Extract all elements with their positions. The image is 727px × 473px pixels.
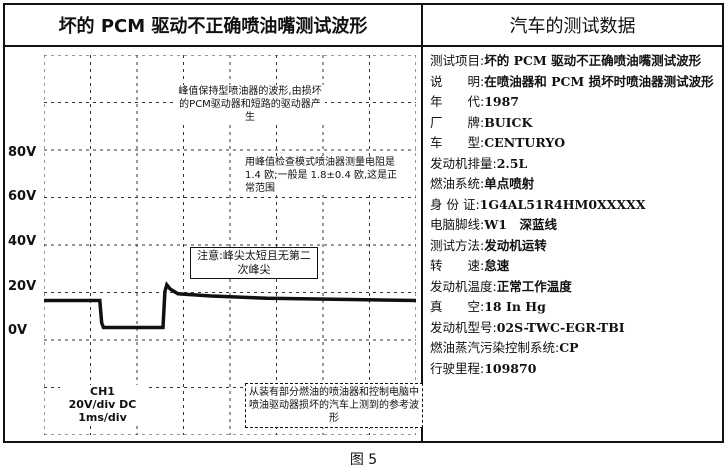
scale-readout: CH1 20V/div DC 1ms/div bbox=[60, 385, 145, 424]
figure-caption: 图 5 bbox=[349, 452, 378, 468]
y-label-20v: 20V bbox=[8, 279, 37, 294]
test-data-value: 1987 bbox=[484, 94, 520, 109]
test-data-key: 发动机型号: bbox=[430, 319, 497, 335]
test-data-value: 在喷油器和 PCM 损坏时喷油器测试波形 bbox=[484, 73, 714, 89]
test-data-list: 测试项目:坏的 PCM 驱动不正确喷油嘴测试波形说 明:在喷油器和 PCM 损坏… bbox=[430, 51, 720, 379]
volts-per-div: 20V/div DC bbox=[68, 398, 137, 411]
test-data-key: 真 空: bbox=[430, 299, 485, 314]
test-data-key: 测试方法: bbox=[430, 237, 485, 253]
test-data-row: 说 明:在喷油器和 PCM 损坏时喷油器测试波形 bbox=[430, 72, 720, 93]
test-data-panel-title: 汽车的测试数据 bbox=[509, 16, 636, 37]
test-data-row: 转 速:怠速 bbox=[430, 256, 720, 277]
test-data-value: W1 深蓝线 bbox=[484, 217, 557, 232]
y-label-40v: 40V bbox=[8, 234, 37, 249]
test-data-value: BUICK bbox=[484, 114, 533, 130]
test-data-value: 正常工作温度 bbox=[496, 278, 572, 294]
test-data-row: 厂 牌:BUICK bbox=[430, 113, 720, 134]
resistance-note: 用峰值检查模式喷油器测量电阻是 1.4 欧;一般是 1.8±0.4 欧,这是正常… bbox=[245, 156, 405, 195]
test-data-key: 厂 牌: bbox=[430, 114, 485, 130]
y-label-80v: 80V bbox=[8, 145, 37, 160]
test-data-key: 燃油蒸汽污染控制系统: bbox=[430, 340, 560, 355]
test-data-row: 发动机型号:02S-TWC-EGR-TBI bbox=[430, 318, 720, 339]
test-data-key: 电脑脚线: bbox=[430, 217, 485, 232]
y-label-0v: 0V bbox=[8, 323, 28, 338]
test-data-key: 转 速: bbox=[430, 258, 485, 273]
test-data-value: 单点喷射 bbox=[484, 176, 535, 191]
waveform-panel-title: 坏的 PCM 驱动不正确喷油嘴测试波形 bbox=[58, 16, 368, 37]
test-data-key: 车 型: bbox=[430, 135, 485, 150]
test-data-row: 真 空:18 In Hg bbox=[430, 297, 720, 318]
test-data-key: 说 明: bbox=[430, 73, 485, 89]
test-data-value: 坏的 PCM 驱动不正确喷油嘴测试波形 bbox=[484, 53, 702, 68]
test-data-value: 发动机运转 bbox=[484, 237, 547, 253]
test-data-row: 电脑脚线:W1 深蓝线 bbox=[430, 215, 720, 236]
test-data-key: 身 份 证: bbox=[430, 196, 480, 212]
test-data-value: 109870 bbox=[484, 360, 537, 376]
reference-note: 从装有部分燃油的喷油器和控制电脑中喷油驱动器损坏的汽车上测到的参考波形 bbox=[245, 383, 423, 428]
test-data-key: 发动机排量: bbox=[430, 155, 497, 171]
test-data-key: 测试项目: bbox=[430, 53, 485, 68]
test-data-row: 测试方法:发动机运转 bbox=[430, 236, 720, 257]
test-data-row: 发动机温度:正常工作温度 bbox=[430, 277, 720, 298]
test-data-key: 年 代: bbox=[430, 94, 485, 109]
figure-frame: 坏的 PCM 驱动不正确喷油嘴测试波形 汽车的测试数据 80V 60V 40V … bbox=[3, 3, 724, 443]
header-divider bbox=[5, 45, 722, 47]
test-data-row: 车 型:CENTURYO bbox=[430, 133, 720, 154]
panel-divider bbox=[421, 5, 423, 441]
test-data-value: 1G4AL51R4HM0XXXXX bbox=[479, 196, 646, 212]
test-data-value: 02S-TWC-EGR-TBI bbox=[496, 319, 625, 335]
test-data-key: 行驶里程: bbox=[430, 360, 485, 376]
test-data-row: 身 份 证:1G4AL51R4HM0XXXXX bbox=[430, 195, 720, 216]
test-data-value: 2.5L bbox=[496, 155, 528, 171]
test-data-key: 发动机温度: bbox=[430, 278, 497, 294]
test-data-row: 测试项目:坏的 PCM 驱动不正确喷油嘴测试波形 bbox=[430, 51, 720, 72]
y-label-60v: 60V bbox=[8, 189, 37, 204]
injector-waveform-trace bbox=[44, 281, 416, 330]
test-data-row: 发动机排量:2.5L bbox=[430, 154, 720, 175]
test-data-row: 年 代:1987 bbox=[430, 92, 720, 113]
test-data-row: 行驶里程:109870 bbox=[430, 359, 720, 380]
test-data-value: 18 In Hg bbox=[484, 299, 546, 314]
warning-callout: 注意:峰尖太短且无第二次峰尖 bbox=[190, 247, 318, 279]
test-data-key: 燃油系统: bbox=[430, 176, 485, 191]
test-data-value: CP bbox=[559, 340, 579, 355]
test-data-row: 燃油蒸汽污染控制系统:CP bbox=[430, 338, 720, 359]
test-data-row: 燃油系统:单点喷射 bbox=[430, 174, 720, 195]
test-data-value: 怠速 bbox=[484, 258, 510, 273]
channel-label: CH1 bbox=[90, 385, 115, 398]
test-data-value: CENTURYO bbox=[484, 135, 566, 150]
time-per-div: 1ms/div bbox=[78, 411, 127, 424]
peak-hold-note: 峰值保持型喷油器的波形,由损坏的PCM驱动器和短路的驱动器产生 bbox=[175, 85, 325, 124]
